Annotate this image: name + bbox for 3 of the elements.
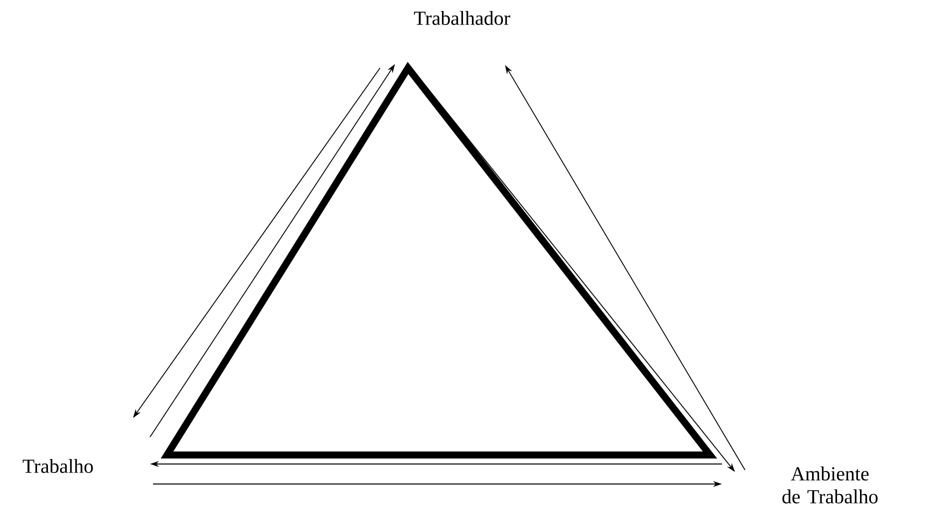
node-label: Trabalhador	[414, 10, 510, 25]
node-label: Ambiente de Trabalho	[782, 466, 878, 504]
node-label: Trabalho	[22, 458, 93, 473]
